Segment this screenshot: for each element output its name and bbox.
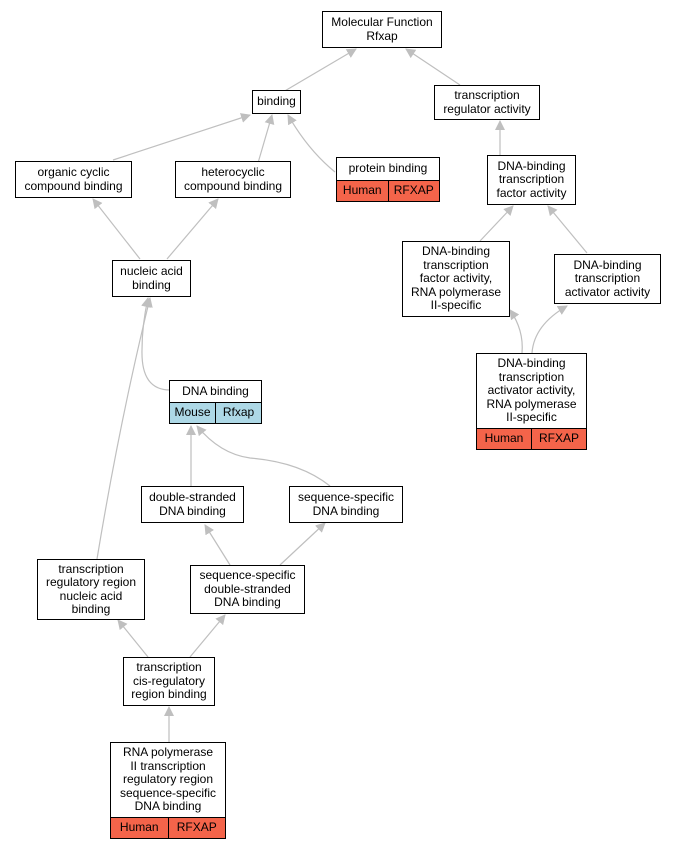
node-protein-binding[interactable]: protein binding Human RFXAP xyxy=(336,157,440,202)
node-label: RNA polymerase II transcription regulato… xyxy=(119,745,217,814)
species-badge: Human xyxy=(484,431,524,446)
edge-dbtaa2-to-dbtfa2 xyxy=(509,309,523,354)
edge-ssdsdna-to-dsdna xyxy=(204,524,231,566)
edge-pb-to-binding xyxy=(287,114,336,173)
node-dna-binding-tf-activity[interactable]: DNA-binding transcription factor activit… xyxy=(487,155,576,205)
edge-nab-to-hcb xyxy=(166,198,219,260)
node-dna-binding-transcription-activator-activity[interactable]: DNA-binding transcription activator acti… xyxy=(554,254,661,304)
annotation-row: Human RFXAP xyxy=(111,817,225,838)
species-badge: Human xyxy=(342,183,382,198)
node-double-stranded-dna-binding[interactable]: double-stranded DNA binding xyxy=(141,486,244,523)
edge-trrnab-to-nab xyxy=(96,297,153,560)
annotation-row: Mouse Rfxap xyxy=(170,402,261,423)
node-label: transcription regulatory region nucleic … xyxy=(45,561,137,616)
node-organic-cyclic-compound-binding[interactable]: organic cyclic compound binding xyxy=(15,161,132,198)
edge-ssdna-to-dnab xyxy=(196,425,331,487)
node-transcription-regulatory-region-nucleic-acid-binding[interactable]: transcription regulatory region nucleic … xyxy=(37,559,145,620)
node-label: DNA-binding transcription factor activit… xyxy=(496,158,567,200)
node-dna-binding-tf-activity-rnap2[interactable]: DNA-binding transcription factor activit… xyxy=(402,241,510,317)
gene-badge: Rfxap xyxy=(215,403,261,423)
node-label: protein binding xyxy=(348,161,428,176)
edge-ocb-to-binding xyxy=(112,113,251,161)
node-label: nucleic acid binding xyxy=(120,264,183,292)
edge-dbtaa-to-dbtfa xyxy=(547,205,588,254)
node-molecular-function[interactable]: Molecular Function Rfxap xyxy=(322,11,442,48)
node-dna-binding-activator-rnap2[interactable]: DNA-binding transcription activator acti… xyxy=(476,353,587,450)
node-label: heterocyclic compound binding xyxy=(183,165,283,193)
node-label: Molecular Function Rfxap xyxy=(331,15,433,43)
edge-ssdsdna-to-ssdna xyxy=(279,522,326,566)
node-nucleic-acid-binding[interactable]: nucleic acid binding xyxy=(112,260,191,297)
node-label: DNA-binding transcription factor activit… xyxy=(410,244,502,313)
node-transcription-regulator-activity[interactable]: transcription regulator activity xyxy=(434,85,540,120)
annotation-row: Human RFXAP xyxy=(337,180,439,201)
edge-tra-to-mf xyxy=(405,48,461,86)
node-sequence-specific-dna-binding[interactable]: sequence-specific DNA binding xyxy=(289,486,403,523)
annotation-row: Human RFXAP xyxy=(477,428,586,449)
edge-dbtfa2-to-dbtfa xyxy=(479,205,514,242)
node-label: organic cyclic compound binding xyxy=(24,165,123,193)
node-label: sequence-specific double-stranded DNA bi… xyxy=(199,568,296,610)
edge-tcrb-to-trrnab xyxy=(117,619,149,658)
node-label: binding xyxy=(257,94,296,109)
node-dna-binding[interactable]: DNA binding Mouse Rfxap xyxy=(169,380,262,424)
node-label: DNA-binding transcription activator acti… xyxy=(486,356,577,425)
node-transcription-cis-regulatory-region-binding[interactable]: transcription cis-regulatory region bind… xyxy=(123,657,215,706)
edge-dnab-to-nab xyxy=(141,297,171,391)
gene-badge: RFXAP xyxy=(167,818,226,838)
edge-hcb-to-binding xyxy=(257,114,275,164)
edge-binding-to-mf xyxy=(282,48,357,93)
node-sequence-specific-double-stranded-dna-binding[interactable]: sequence-specific double-stranded DNA bi… xyxy=(190,565,305,614)
node-label: DNA binding xyxy=(182,383,249,398)
edge-nab-to-ocb xyxy=(92,198,141,260)
gene-badge: RFXAP xyxy=(387,181,440,201)
species-badge: Mouse xyxy=(174,405,211,420)
node-heterocyclic-compound-binding[interactable]: heterocyclic compound binding xyxy=(175,161,291,198)
node-label: transcription regulator activity xyxy=(443,88,531,116)
species-badge: Human xyxy=(119,820,159,835)
edge-tcrb-to-ssdsdna xyxy=(189,614,226,658)
node-label: DNA-binding transcription activator acti… xyxy=(564,257,651,299)
gene-badge: RFXAP xyxy=(531,429,586,449)
node-label: sequence-specific DNA binding xyxy=(297,490,395,518)
node-rna-polymerase-ii-regulatory-region-binding[interactable]: RNA polymerase II transcription regulato… xyxy=(110,742,226,839)
node-label: transcription cis-regulatory region bind… xyxy=(131,660,207,702)
edge-dbtaa2-to-dbtaa xyxy=(531,305,568,354)
node-label: double-stranded DNA binding xyxy=(149,490,236,518)
node-binding[interactable]: binding xyxy=(252,90,301,114)
